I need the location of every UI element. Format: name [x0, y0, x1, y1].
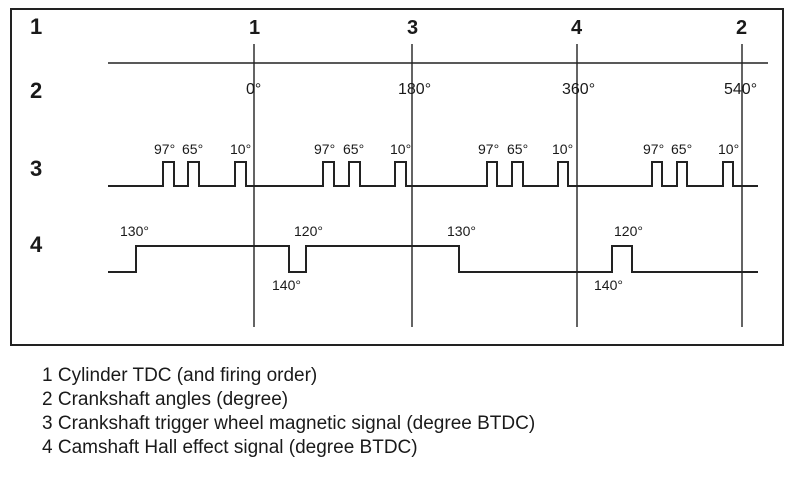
crank-pulse-97-g2: 97°: [314, 141, 335, 157]
timing-diagram: 1 2 3 4 1 3 4 2 0° 180° 360° 540° 97° 65…: [30, 14, 768, 327]
cam-fall-130-label: 130°: [447, 223, 476, 239]
crank-angle-540: 540°: [724, 81, 757, 98]
cam-rise-130-label: 130°: [120, 223, 149, 239]
cylinder-label-1: 1: [249, 17, 260, 39]
row-number-3: 3: [30, 156, 42, 181]
legend: 1 Cylinder TDC (and firing order) 2 Cran…: [42, 364, 535, 460]
crank-signal-trace: [108, 161, 758, 187]
crank-pulse-10-g4: 10°: [718, 141, 739, 157]
legend-item-3: 3 Crankshaft trigger wheel magnetic sign…: [42, 413, 536, 434]
crank-pulse-10-g3: 10°: [552, 141, 573, 157]
crank-pulse-65-g2: 65°: [343, 141, 364, 157]
cam-signal-trace: [108, 245, 758, 273]
crank-angle-180: 180°: [398, 81, 431, 98]
crank-pulse-97-g1: 97°: [154, 141, 175, 157]
cylinder-label-4: 4: [571, 17, 583, 39]
row-number-4: 4: [30, 232, 43, 257]
legend-item-1: 1 Cylinder TDC (and firing order): [42, 365, 318, 386]
crank-angle-360: 360°: [562, 81, 595, 98]
timing-diagram-frame: [10, 8, 784, 346]
cam-dip-140-label-1: 140°: [272, 277, 301, 293]
cylinder-label-2: 2: [736, 17, 747, 39]
cam-dip-140-label-2: 140°: [594, 277, 623, 293]
legend-item-4: 4 Camshaft Hall effect signal (degree BT…: [42, 437, 418, 458]
crank-pulse-10-g2: 10°: [390, 141, 411, 157]
crank-pulse-10-g1: 10°: [230, 141, 251, 157]
cam-rise-120-label-2: 120°: [614, 223, 643, 239]
legend-item-2: 2 Crankshaft angles (degree): [42, 389, 289, 410]
cylinder-label-3: 3: [407, 17, 418, 39]
cam-rise-120-label-1: 120°: [294, 223, 323, 239]
crank-pulse-65-g4: 65°: [671, 141, 692, 157]
crank-pulse-65-g3: 65°: [507, 141, 528, 157]
crank-angle-0: 0°: [246, 81, 261, 98]
row-number-1: 1: [30, 14, 42, 39]
crank-pulse-97-g4: 97°: [643, 141, 664, 157]
row-number-2: 2: [30, 78, 42, 103]
crank-pulse-97-g3: 97°: [478, 141, 499, 157]
crank-pulse-65-g1: 65°: [182, 141, 203, 157]
